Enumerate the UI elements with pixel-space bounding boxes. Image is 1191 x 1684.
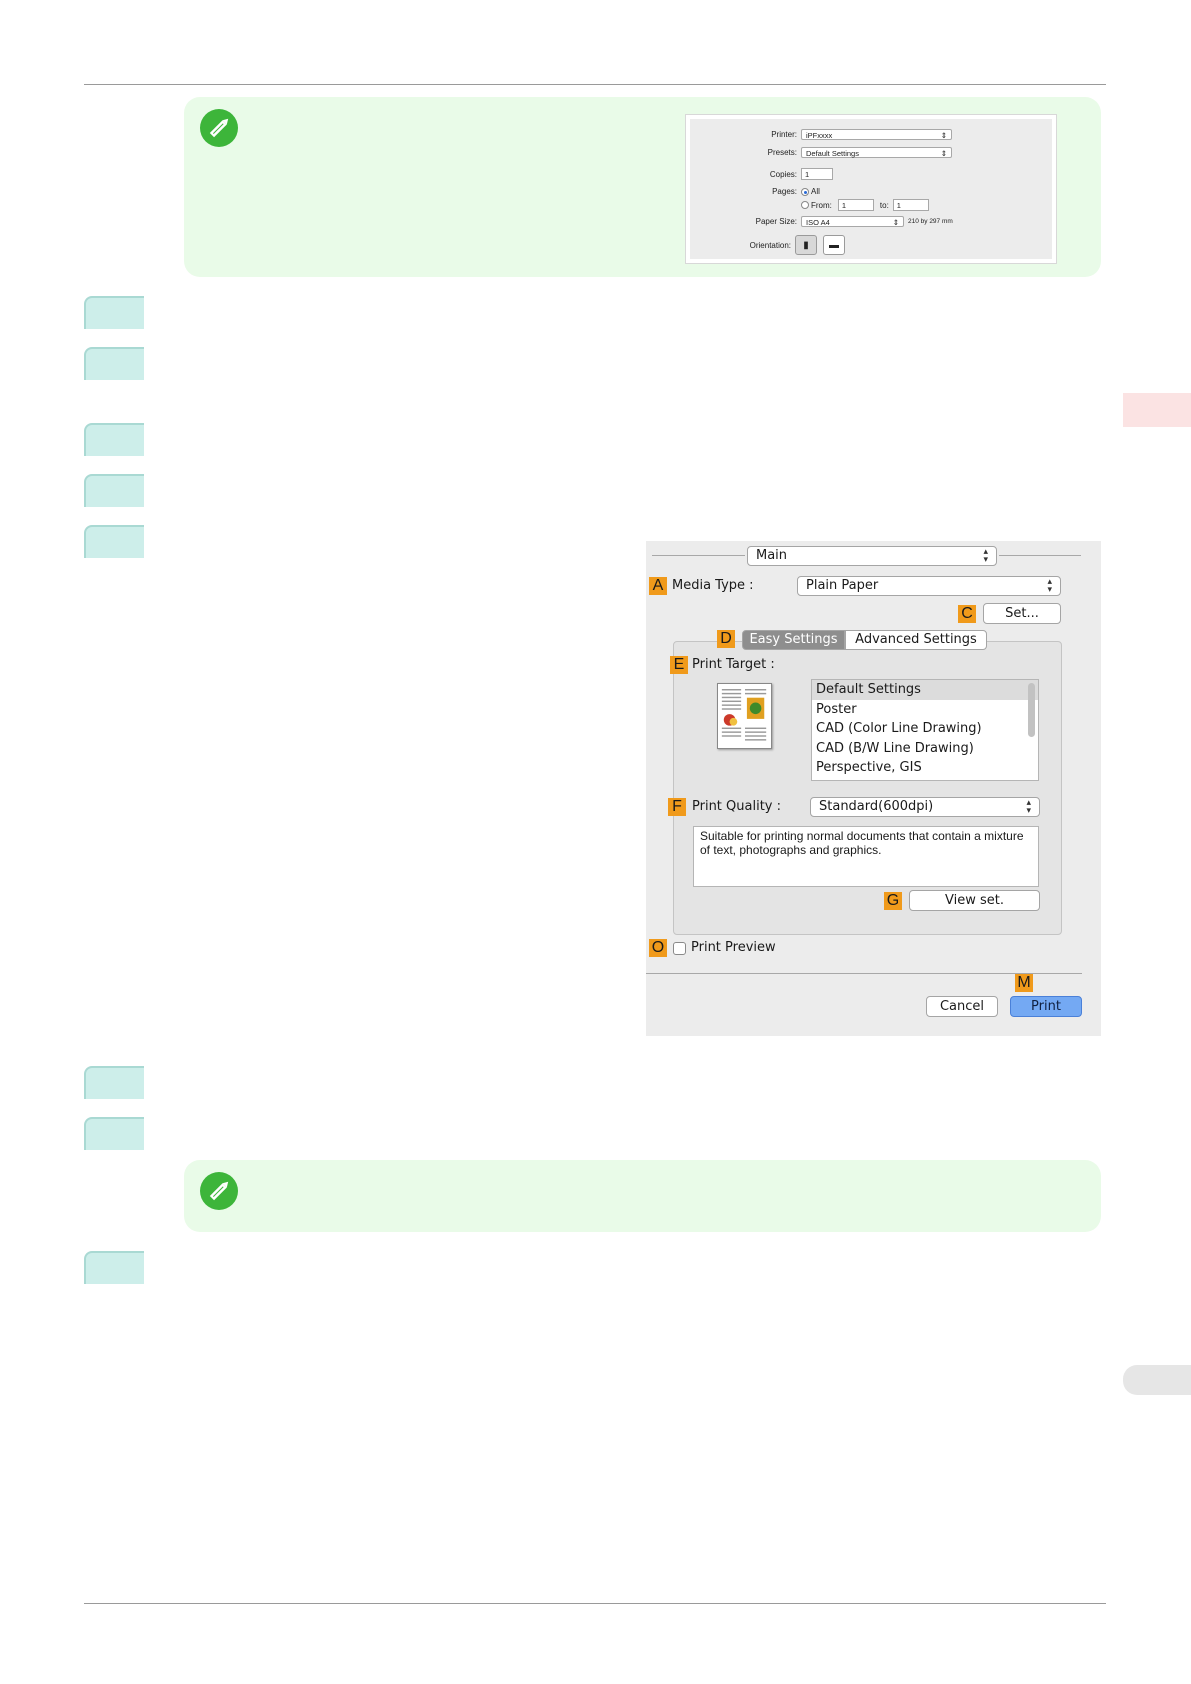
index-side-tab (1123, 1365, 1191, 1395)
media-type-value: Plain Paper (806, 578, 879, 593)
pages-label: Pages: (772, 187, 797, 196)
separator (652, 555, 745, 556)
print-dialog-screenshot: Printer: iPFxxxx ⇕ Presets: Default Setti… (685, 114, 1057, 264)
paper-size-dims: 210 by 297 mm (908, 218, 953, 225)
paper-size-row: Paper Size: ISO A4 ⇕ 210 by 297 mm (690, 216, 953, 227)
updown-icon: ▴▾ (1026, 798, 1031, 816)
callout-d: D (717, 630, 735, 648)
updown-icon: ▴▾ (983, 547, 988, 565)
updown-icon: ⇕ (940, 149, 947, 158)
print-target-label: Print Target : (692, 657, 775, 672)
step-marker-3 (84, 423, 144, 456)
panel-popup-value: Main (756, 548, 788, 563)
tab-advanced-settings[interactable]: Advanced Settings (845, 630, 987, 650)
pages-all-label: All (811, 187, 820, 196)
updown-icon: ▴▾ (1047, 577, 1052, 595)
note-box-top: Printer: iPFxxxx ⇕ Presets: Default Setti… (184, 97, 1101, 277)
cancel-button[interactable]: Cancel (926, 996, 998, 1017)
media-type-select[interactable]: Plain Paper ▴▾ (797, 576, 1061, 596)
callout-c: C (958, 605, 976, 623)
pencil-note-icon (200, 109, 238, 147)
print-target-preview-thumbnail (717, 683, 772, 749)
separator (646, 973, 1082, 974)
presets-label: Presets: (767, 148, 797, 157)
copies-row: Copies: 1 (690, 168, 833, 180)
step-marker-6 (84, 1066, 144, 1099)
callout-f: F (668, 798, 686, 816)
presets-value: Default Settings (806, 149, 859, 158)
print-target-list[interactable]: Default Settings Poster CAD (Color Line … (811, 679, 1039, 781)
presets-select[interactable]: Default Settings ⇕ (801, 147, 952, 158)
print-preview-checkbox[interactable] (673, 942, 686, 955)
pages-from-field[interactable]: 1 (837, 199, 874, 211)
printer-row: Printer: iPFxxxx ⇕ (690, 129, 952, 140)
print-preview-label: Print Preview (691, 940, 776, 955)
copies-field[interactable]: 1 (801, 168, 833, 180)
paper-size-select[interactable]: ISO A4 ⇕ (801, 216, 904, 227)
pages-to-label: to: (879, 200, 889, 210)
pages-range-row: From: 1 to: 1 (690, 199, 929, 211)
printer-label: Printer: (771, 130, 797, 139)
chapter-side-tab (1123, 393, 1191, 427)
header-rule (84, 84, 1106, 85)
callout-e: E (670, 656, 688, 674)
orientation-row: Orientation: ▮ ▬ (690, 235, 851, 255)
pencil-note-icon (200, 1172, 238, 1210)
view-set-button[interactable]: View set. (909, 890, 1040, 911)
updown-icon: ⇕ (940, 131, 947, 140)
landscape-orientation-icon[interactable]: ▬ (823, 235, 845, 255)
copies-label: Copies: (769, 169, 797, 179)
tab-easy-settings[interactable]: Easy Settings (742, 630, 845, 650)
footer-rule (84, 1603, 1106, 1604)
presets-row: Presets: Default Settings ⇕ (690, 147, 952, 158)
print-quality-value: Standard(600dpi) (819, 799, 934, 814)
updown-icon: ⇕ (892, 218, 899, 227)
list-item[interactable]: Poster (816, 701, 857, 717)
list-item[interactable]: CAD (B/W Line Drawing) (816, 740, 974, 756)
separator (999, 555, 1081, 556)
set-button[interactable]: Set... (983, 603, 1061, 624)
pages-to-field[interactable]: 1 (892, 199, 929, 211)
step-marker-4 (84, 474, 144, 507)
callout-m: M (1015, 974, 1033, 992)
callout-g: G (884, 892, 902, 910)
callout-a: A (649, 577, 667, 595)
list-item[interactable]: Default Settings (812, 680, 1038, 700)
print-quality-description: Suitable for printing normal documents t… (693, 826, 1039, 887)
step-marker-1 (84, 296, 144, 329)
note-box-bottom (184, 1160, 1101, 1232)
paper-size-value: ISO A4 (806, 218, 830, 227)
printer-select[interactable]: iPFxxxx ⇕ (801, 129, 952, 140)
step-marker-5 (84, 525, 144, 558)
list-scrollbar[interactable] (1028, 683, 1035, 737)
orientation-label: Orientation: (749, 240, 791, 250)
portrait-orientation-icon[interactable]: ▮ (795, 235, 817, 255)
panel-popup[interactable]: Main ▴▾ (747, 546, 997, 566)
printer-value: iPFxxxx (806, 131, 833, 140)
callout-o: O (649, 939, 667, 957)
pages-from-radio[interactable] (801, 201, 809, 209)
step-marker-8 (84, 1251, 144, 1284)
list-item[interactable]: CAD (Color Line Drawing) (816, 721, 982, 736)
print-quality-select[interactable]: Standard(600dpi) ▴▾ (810, 797, 1040, 817)
printer-driver-dialog: Main ▴▾ A Media Type : Plain Paper ▴▾ C … (646, 541, 1101, 1036)
paper-size-label: Paper Size: (755, 217, 797, 226)
pages-from-label: From: (811, 200, 832, 210)
pages-all-row: Pages: All (690, 187, 820, 196)
print-quality-label: Print Quality : (692, 799, 782, 814)
step-marker-7 (84, 1117, 144, 1150)
print-button[interactable]: Print (1010, 996, 1082, 1017)
step-marker-2 (84, 347, 144, 380)
pages-all-radio[interactable] (801, 187, 809, 196)
list-item[interactable]: Perspective, GIS (816, 760, 922, 775)
media-type-label: Media Type : (672, 578, 754, 593)
